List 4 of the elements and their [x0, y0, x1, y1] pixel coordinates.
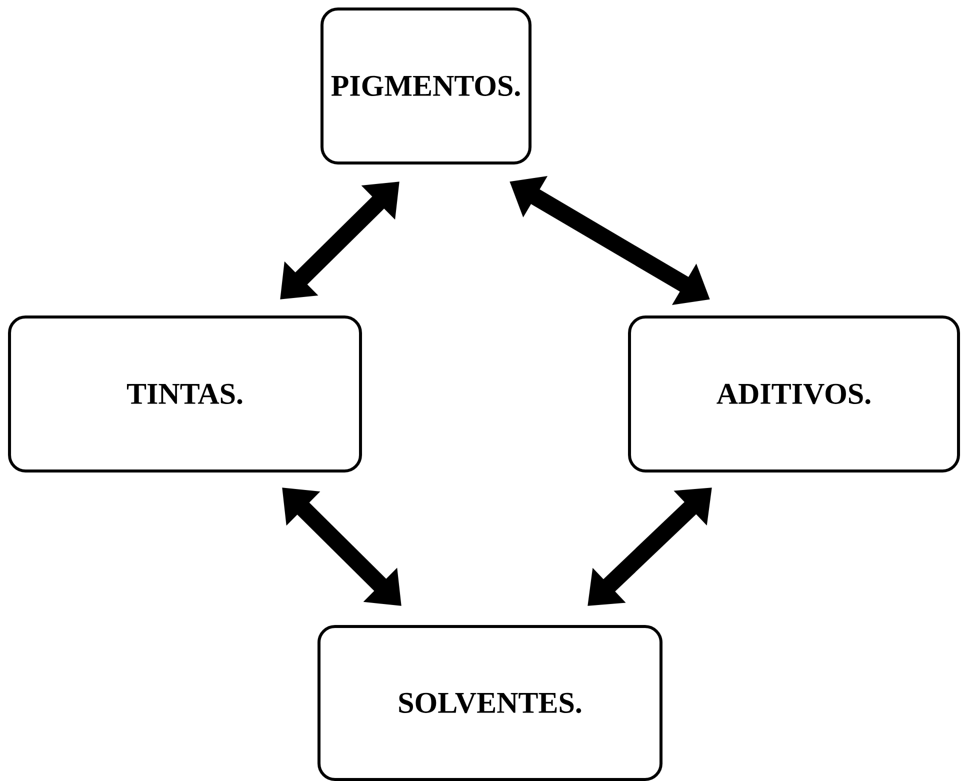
process-box: ADITIVOS. — [628, 315, 960, 472]
process-box: SOLVENTES. — [318, 624, 662, 781]
process-box: PIGMENTOS. — [320, 7, 532, 164]
process-box: TINTAS. — [8, 315, 362, 472]
